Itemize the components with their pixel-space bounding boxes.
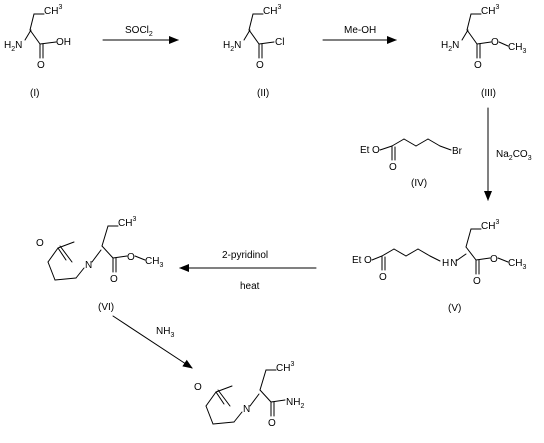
reaction-arrow-5: NH3 — [112, 315, 193, 369]
compound-v: CH3 Et O O HN O CH3 O (V) — [352, 219, 526, 314]
nh2-label: H2N — [223, 40, 241, 53]
oh-label: OH — [56, 37, 71, 48]
reagent-bottom-label: heat — [240, 281, 260, 292]
nh2-label: NH2 — [286, 397, 304, 410]
methyl-label: CH3 — [145, 256, 163, 269]
carbonyl-o-label: O — [268, 418, 276, 429]
carbonyl-o-label: O — [474, 60, 482, 71]
reagent-top-label: 2-pyridinol — [222, 250, 268, 261]
compound-label: (VI) — [98, 302, 114, 313]
ethyl-label: Et — [360, 145, 370, 156]
compound-i: CH3 H2N OH O (I) — [4, 4, 71, 99]
compound-vii: CH3 O N NH2 O — [194, 361, 304, 429]
ch3-label: CH3 — [481, 219, 499, 232]
reagent-label: NH3 — [156, 326, 174, 339]
reaction-arrow-3: Na2CO3 — [484, 107, 532, 201]
ch3-label: CH3 — [263, 4, 281, 17]
br-label: Br — [452, 146, 463, 157]
carbonyl-o-label: O — [389, 162, 397, 173]
nh2-label: H2N — [441, 40, 459, 53]
carbonyl-o-label: O — [473, 276, 481, 287]
reagent-label: Me-OH — [344, 25, 376, 36]
nh2-label: H2N — [4, 40, 22, 53]
compound-iv: Et O O Br (IV) — [360, 138, 463, 189]
ester-o-label: O — [491, 37, 499, 48]
carbonyl-o-left-label: O — [379, 272, 387, 283]
ethyl-label: Et — [352, 255, 362, 266]
ester-o-label: O — [372, 145, 380, 156]
reagent-label: SOCl2 — [125, 25, 153, 38]
compound-label: (V) — [448, 303, 461, 314]
ring-o-label: O — [36, 238, 44, 249]
reaction-arrow-2: Me-OH — [322, 25, 397, 44]
ch3-label: CH3 — [44, 4, 62, 17]
reagent-label: Na2CO3 — [496, 149, 532, 162]
ch3-label: CH3 — [481, 4, 499, 17]
carbonyl-o-label: O — [110, 274, 118, 285]
compound-ii: CH3 H2N Cl O (II) — [223, 4, 284, 99]
compound-label: (IV) — [411, 178, 427, 189]
methyl-label: CH3 — [508, 42, 526, 55]
ester-o-label: O — [490, 254, 498, 265]
ring-n-label: N — [85, 260, 92, 271]
nh-label: HN — [442, 258, 457, 269]
carbonyl-o-label: O — [256, 60, 264, 71]
ring-n-label: N — [243, 404, 250, 415]
reaction-arrow-1: SOCl2 — [102, 25, 179, 44]
compound-label: (I) — [30, 88, 39, 99]
ester-o-left-label: O — [364, 255, 372, 266]
methyl-label: CH3 — [508, 258, 526, 271]
reaction-arrow-4: 2-pyridinol heat — [179, 250, 317, 292]
ch3-label: CH3 — [276, 361, 294, 374]
compound-vi: CH3 O N O CH3 O (VI) — [36, 216, 163, 313]
cl-label: Cl — [275, 37, 284, 48]
compound-label: (II) — [257, 88, 269, 99]
compound-iii: CH3 H2N O CH3 O (III) — [441, 4, 526, 99]
ester-o-label: O — [127, 252, 135, 263]
compound-label: (III) — [481, 88, 496, 99]
ch3-label: CH3 — [118, 216, 136, 229]
carbonyl-o-label: O — [37, 60, 45, 71]
ring-o-label: O — [194, 382, 202, 393]
